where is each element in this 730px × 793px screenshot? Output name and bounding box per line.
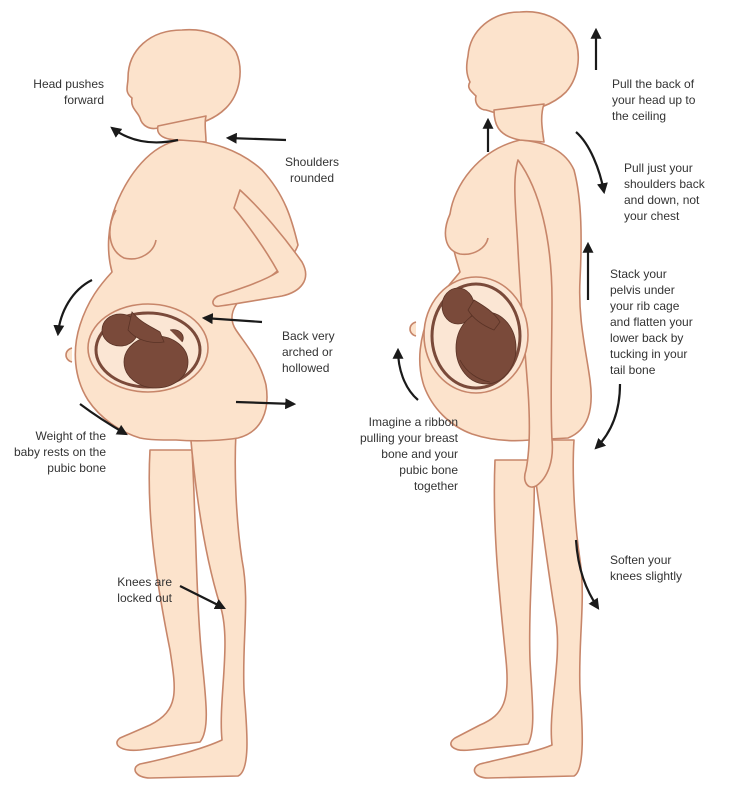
arm-right [514,159,554,488]
arrows [53,27,622,610]
breast [109,209,157,260]
back-leg [116,449,208,752]
head [126,28,241,130]
arrow-left-belly [53,279,93,337]
arrow-ribbon [392,347,419,401]
neck-right [493,103,545,143]
fetus-left [94,311,202,389]
arrow-buttocks [235,398,297,410]
nipple [65,347,73,363]
back-leg-right [450,459,536,752]
arrow-shoulders [225,132,287,144]
arrow-tailbone [594,383,622,450]
breast-right [444,213,489,256]
front-leg-right [473,439,584,779]
arrow-shoulders-back [575,131,608,195]
good-posture-figure [409,10,592,779]
neck [156,115,207,143]
arrow-weight [79,403,128,436]
fetus-right [430,282,522,390]
head-right [465,10,580,116]
arrow-head-forward [110,126,179,144]
arrow-knees-soft [574,539,600,610]
arrow-back-arched [201,313,263,325]
arm [212,189,307,308]
nipple-right [409,321,417,337]
arrow-knees [179,585,226,609]
